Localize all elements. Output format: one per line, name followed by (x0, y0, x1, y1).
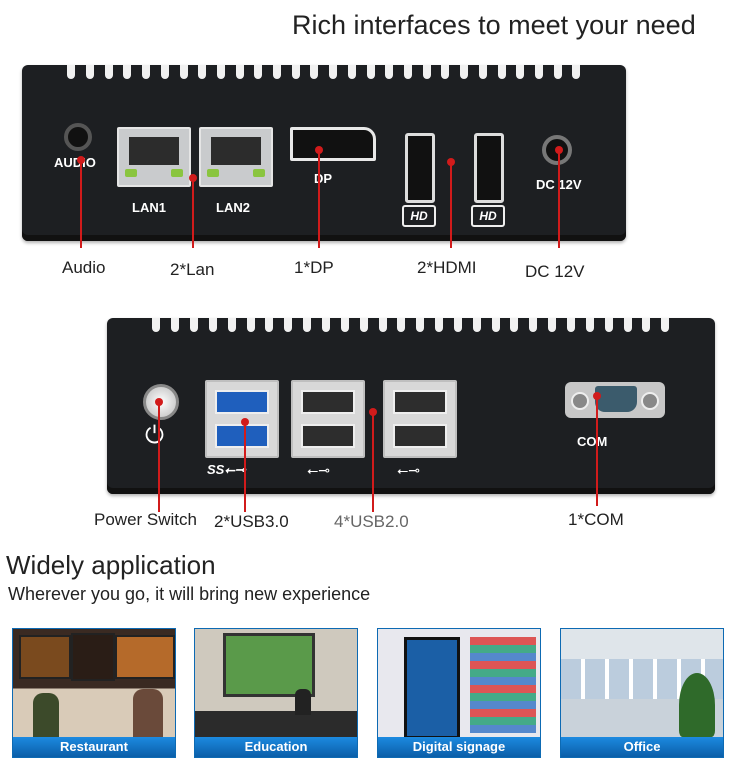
callout-line (447, 158, 455, 248)
lan1-port-label: LAN1 (132, 200, 166, 215)
bottom-device-panel: ⏻ SS⭠⊸ ⭠⊸ ⭠⊸ COM (107, 318, 715, 494)
callout-line (189, 174, 197, 248)
dp-port-label: DP (314, 171, 333, 186)
callout-line (315, 146, 323, 248)
audio-jack-icon (64, 123, 92, 151)
callout-line (155, 398, 163, 512)
callout-line (555, 146, 563, 248)
caption-usb3: 2*USB3.0 (214, 512, 289, 531)
usb3-ports (205, 380, 279, 458)
app-card-digital-signage: Digital signage (377, 628, 541, 758)
app-label: Education (195, 737, 357, 757)
caption-com: 1*COM (568, 510, 624, 529)
callout-line (241, 418, 249, 512)
usb-ss-logo-icon: SS⭠⊸ (207, 462, 246, 477)
app-card-restaurant: Restaurant (12, 628, 176, 758)
usb-logo-icon: ⭠⊸ (397, 462, 420, 478)
digital-signage-photo (378, 629, 540, 737)
audio-port-label: AUDIO (54, 155, 96, 170)
power-switch-button (143, 384, 179, 420)
caption-dc: DC 12V (525, 262, 585, 281)
caption-dp: 1*DP (294, 258, 334, 277)
displayport (290, 127, 376, 161)
power-icon: ⏻ (145, 422, 164, 449)
education-photo (195, 629, 357, 737)
section-title: Widely application (6, 550, 216, 580)
hd-logo-icon: HD (471, 205, 505, 227)
dc-jack-icon (542, 135, 572, 165)
usb2-ports-1 (291, 380, 365, 458)
app-label: Digital signage (378, 737, 540, 757)
caption-usb2: 4*USB2.0 (334, 512, 409, 531)
office-photo (561, 629, 723, 737)
app-card-education: Education (194, 628, 358, 758)
page-title: Rich interfaces to meet your need (292, 10, 696, 40)
lan1-port (117, 127, 191, 187)
caption-power: Power Switch (94, 510, 197, 529)
com-port (565, 382, 665, 418)
usb2-ports-2 (383, 380, 457, 458)
callout-line (369, 408, 377, 512)
callout-line (593, 392, 601, 506)
hdmi-port-1 (405, 133, 435, 203)
callout-line (77, 156, 85, 248)
section-subtitle: Wherever you go, it will bring new exper… (8, 584, 371, 604)
restaurant-photo (13, 629, 175, 737)
caption-lan: 2*Lan (170, 260, 215, 279)
top-device-panel: AUDIO LAN1 LAN2 DP HD HD DC 12V (22, 65, 626, 241)
caption-hdmi: 2*HDMI (417, 258, 477, 277)
usb-logo-icon: ⭠⊸ (307, 462, 330, 478)
cooling-fins (107, 318, 715, 336)
hdmi-port-2 (474, 133, 504, 203)
app-label: Restaurant (13, 737, 175, 757)
app-label: Office (561, 737, 723, 757)
com-port-label: COM (577, 434, 608, 449)
app-card-office: Office (560, 628, 724, 758)
lan2-port-label: LAN2 (216, 200, 250, 215)
caption-audio: Audio (62, 258, 106, 277)
cooling-fins (22, 65, 626, 83)
lan2-port (199, 127, 273, 187)
hd-logo-icon: HD (402, 205, 436, 227)
